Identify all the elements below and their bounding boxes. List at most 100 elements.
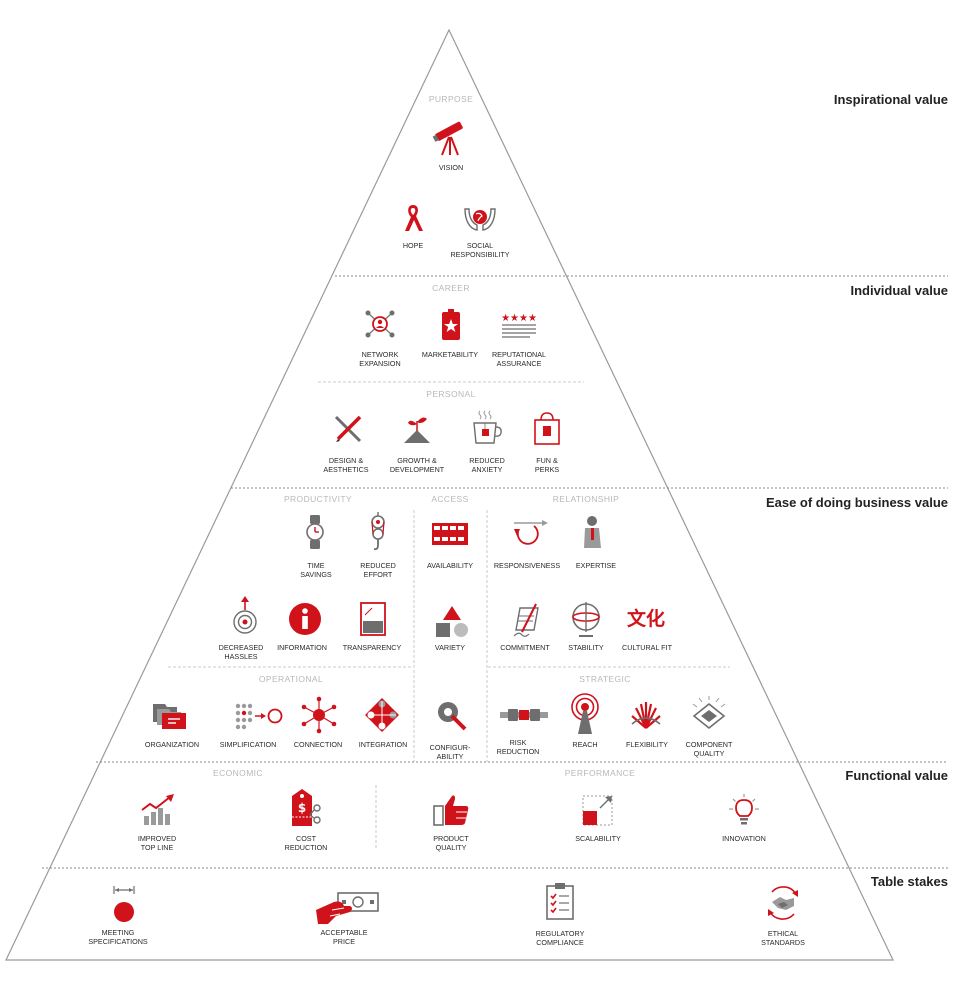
- section-strategic: STRATEGIC: [579, 674, 631, 684]
- section-economic: ECONOMIC: [213, 768, 263, 778]
- checklist-clipboard-icon: [546, 883, 574, 920]
- sprout-icon: [404, 417, 430, 443]
- seatbelt-buckle-icon: [500, 709, 548, 721]
- calendar-grid-icon: [432, 523, 468, 545]
- tier-label-ease: Ease of doing business value: [765, 495, 948, 510]
- section-relationship: RELATIONSHIP: [552, 494, 620, 504]
- label-scalability: SCALABILITY: [575, 834, 621, 843]
- chip-icon: [692, 696, 726, 730]
- label-variety: VARIETY: [434, 643, 466, 652]
- section-productivity: PRODUCTIVITY: [283, 494, 353, 504]
- flex-rays-icon: [631, 702, 661, 729]
- pulley-icon: [371, 512, 385, 551]
- broadcast-tower-icon: [571, 693, 599, 734]
- label-growth-development: GROWTH &DEVELOPMENT: [389, 456, 445, 474]
- price-tag-scissors-icon: $: [292, 789, 321, 826]
- return-arrow-icon: [514, 520, 548, 545]
- svg-text:文化: 文化: [627, 607, 665, 630]
- light-bulb-icon: [729, 794, 759, 825]
- dots-to-circle-icon: [235, 703, 283, 730]
- section-career: CAREER: [432, 283, 470, 293]
- handshake-cycle-icon: [768, 886, 798, 920]
- label-design-aesthetics: DESIGN &AESTHETICS: [323, 456, 369, 474]
- label-reach: REACH: [572, 740, 598, 749]
- label-vision: VISION: [438, 163, 464, 172]
- puzzle-icon: [365, 698, 399, 732]
- measure-dot-icon: [113, 886, 135, 922]
- scale-up-icon: [582, 795, 613, 826]
- watch-icon: [306, 515, 324, 549]
- tea-cup-icon: [473, 410, 502, 444]
- expert-person-icon: [584, 516, 601, 548]
- label-marketability: MARKETABILITY: [421, 350, 479, 359]
- label-cultural-fit: CULTURAL FIT: [622, 643, 672, 652]
- label-integration: INTEGRATION: [358, 740, 408, 749]
- hands-globe-icon: [464, 208, 496, 231]
- hand-money-icon: [316, 892, 379, 924]
- label-commitment: COMMITMENT: [500, 643, 550, 652]
- label-connection: CONNECTION: [293, 740, 343, 749]
- label-availability: AVAILABILITY: [426, 561, 474, 570]
- svg-text:★★★★: ★★★★: [501, 313, 537, 324]
- rising-chart-icon: [141, 794, 174, 825]
- network-icon: [365, 310, 395, 338]
- label-configurability: CONFIGUR-ABILITY: [429, 743, 471, 761]
- battery-star-icon: [442, 309, 460, 340]
- label-fun-perks: FUN &PERKS: [534, 456, 560, 474]
- section-personal: PERSONAL: [426, 389, 476, 399]
- label-hope: HOPE: [402, 241, 424, 250]
- pyramid-outline: [5, 28, 894, 961]
- section-access: ACCESS: [431, 494, 469, 504]
- swirl-target-icon: [233, 596, 257, 634]
- section-operational: OPERATIONAL: [258, 674, 324, 684]
- label-organization: ORGANIZATION: [144, 740, 200, 749]
- wrench-gear-icon: [438, 702, 467, 731]
- gyroscope-icon: [572, 602, 600, 637]
- culture-glyph-icon: 文化: [627, 607, 665, 630]
- shopping-bag-icon: [534, 412, 560, 445]
- ribbon-icon: [405, 205, 423, 231]
- folders-icon: [153, 704, 186, 729]
- pencil-ruler-icon: [334, 415, 362, 443]
- label-transparency: TRANSPARENCY: [342, 643, 402, 652]
- label-simplification: SIMPLIFICATION: [219, 740, 277, 749]
- svg-text:$: $: [298, 801, 306, 815]
- window-icon: [360, 602, 386, 636]
- telescope-icon: [432, 121, 463, 156]
- thumbs-up-icon: [433, 795, 469, 826]
- hub-network-icon: [301, 696, 337, 734]
- section-purpose: PURPOSE: [428, 94, 474, 104]
- star-rating-icon: ★★★★: [501, 313, 537, 338]
- shapes-icon: [436, 606, 468, 637]
- signed-document-icon: [513, 603, 539, 637]
- section-performance: PERFORMANCE: [564, 768, 636, 778]
- label-flexibility: FLEXIBILITY: [626, 740, 668, 749]
- tier-label-functional: Functional value: [845, 768, 948, 783]
- label-information: INFORMATION: [277, 643, 327, 652]
- label-stability: STABILITY: [568, 643, 604, 652]
- tier-label-inspirational: Inspirational value: [833, 92, 948, 107]
- label-expertise: EXPERTISE: [575, 561, 617, 570]
- label-responsiveness: RESPONSIVENESS: [493, 561, 561, 570]
- label-innovation: INNOVATION: [722, 834, 766, 843]
- tier-label-individual: Individual value: [850, 283, 948, 298]
- tier-label-table-stakes: Table stakes: [870, 874, 948, 889]
